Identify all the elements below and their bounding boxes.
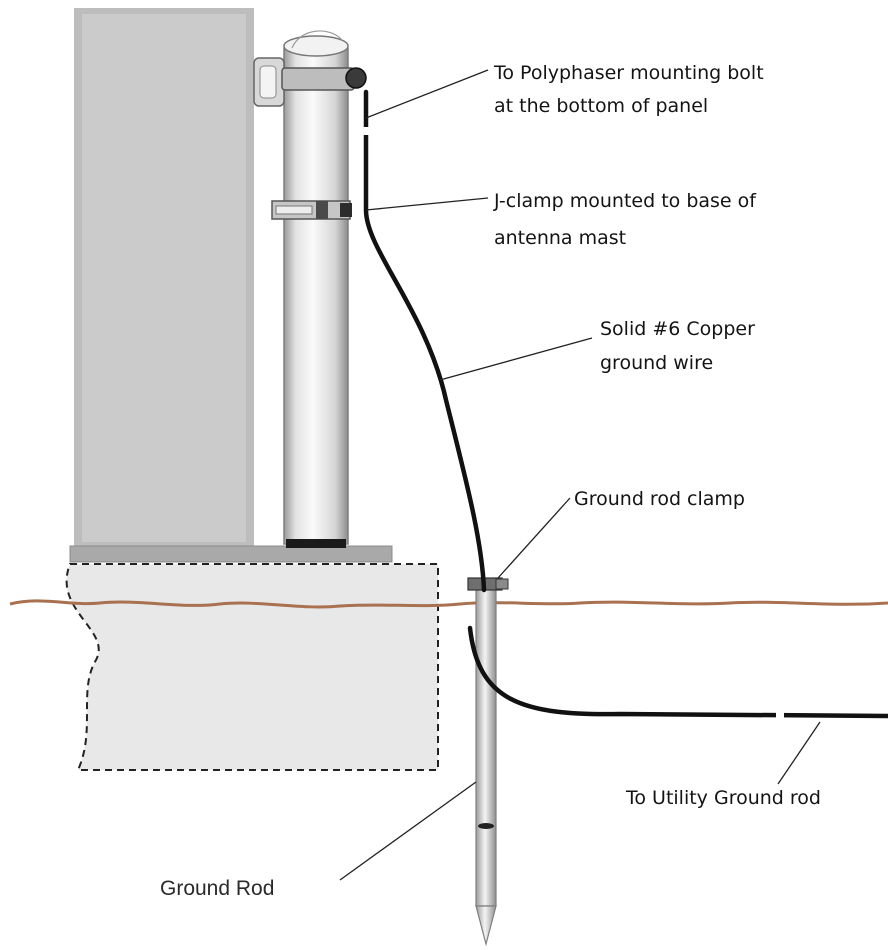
polyphaser-bracket (253, 57, 367, 107)
leader-jclamp (365, 197, 489, 211)
equipment-panel (74, 8, 254, 548)
label-polyphaser-line2: at the bottom of panel (494, 95, 709, 117)
ground-rod-clamp (467, 577, 509, 591)
label-jclamp-line2: antenna mast (494, 227, 627, 249)
concrete-footing (65, 563, 439, 771)
leader-rod-clamp (497, 497, 571, 579)
label-utility-ground-rod: To Utility Ground rod (626, 787, 821, 809)
label-ground-rod-clamp: Ground rod clamp (574, 488, 745, 510)
utility-ground-wire (467, 625, 888, 719)
ground-rod (475, 585, 497, 947)
leader-polyphaser (365, 69, 489, 119)
j-clamp (271, 200, 352, 220)
leader-ground-rod (339, 781, 477, 881)
copper-ground-wire (363, 89, 487, 593)
wire-break-top (360, 127, 372, 135)
label-polyphaser-line1: To Polyphaser mounting bolt (494, 62, 764, 84)
label-jclamp-line1: J-clamp mounted to base of (494, 190, 756, 212)
base-plate (69, 545, 393, 563)
antenna-mast (283, 30, 349, 548)
wire-break-utility (776, 708, 784, 722)
leader-utility (777, 721, 821, 785)
label-copper-line1: Solid #6 Copper (600, 318, 755, 340)
label-copper-line2: ground wire (600, 352, 714, 374)
label-ground-rod: Ground Rod (160, 877, 275, 900)
leader-copper-wire (439, 337, 593, 381)
ground-line (9, 599, 888, 609)
